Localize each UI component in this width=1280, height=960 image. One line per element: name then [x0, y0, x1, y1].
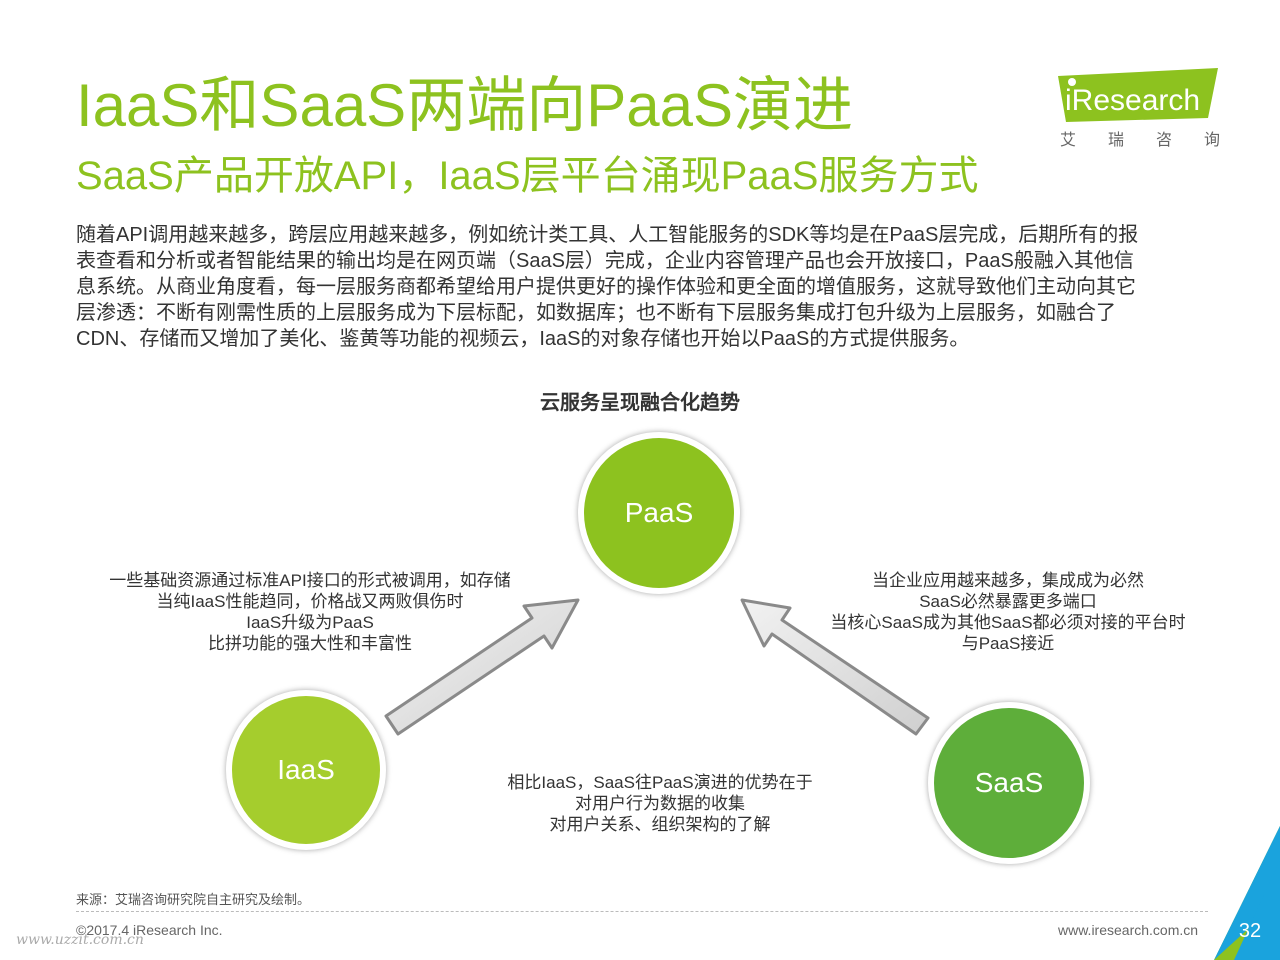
source-note: 来源：艾瑞咨询研究院自主研究及绘制。: [76, 892, 311, 907]
footer-divider: [76, 911, 1208, 912]
note-line: 一些基础资源通过标准API接口的形式被调用，如存储: [109, 571, 511, 590]
saas-note: 当企业应用越来越多，集成成为必然 SaaS必然暴露更多端口 当核心SaaS成为其…: [808, 570, 1208, 654]
note-line: 当核心SaaS成为其他SaaS都必须对接的平台时: [830, 613, 1186, 632]
page-subtitle: SaaS产品开放API，IaaS层平台涌现PaaS服务方式: [76, 154, 979, 198]
note-line: 当企业应用越来越多，集成成为必然: [872, 571, 1144, 590]
comparison-note: 相比IaaS，SaaS往PaaS演进的优势在于 对用户行为数据的收集 对用户关系…: [460, 772, 860, 835]
copyright: ©2017.4 iResearch Inc.: [76, 922, 223, 938]
iresearch-logo: iResearch: [1058, 68, 1218, 122]
logo-tagline-char: 瑞: [1107, 132, 1124, 149]
note-line: 对用户行为数据的收集: [575, 794, 745, 813]
intro-line: 表查看和分析或者智能结果的输出均是在网页端（SaaS层）完成，企业内容管理产品也…: [76, 250, 1134, 272]
note-line: 当纯IaaS性能趋同，价格战又两败俱伤时: [156, 592, 464, 611]
page-number: 32: [1238, 920, 1262, 942]
note-line: 对用户关系、组织架构的了解: [549, 815, 771, 834]
note-line: SaaS必然暴露更多端口: [919, 592, 1097, 611]
watermark: www.uzzit.com.cn: [16, 932, 144, 948]
note-line: 比拼功能的强大性和丰富性: [208, 634, 412, 653]
note-line: 相比IaaS，SaaS往PaaS演进的优势在于: [507, 773, 813, 792]
logo-tagline: 艾 瑞 咨 询: [1060, 126, 1220, 150]
logo-tagline-char: 咨: [1155, 132, 1172, 149]
intro-line: 息系统。从商业角度看，每一层服务商都希望给用户提供更好的操作体验和更全面的增值服…: [76, 276, 1136, 298]
note-line: 与PaaS接近: [961, 634, 1055, 653]
website-link[interactable]: www.iresearch.com.cn: [1058, 922, 1199, 938]
logo-wordmark: iResearch: [1065, 84, 1200, 117]
iaas-node: IaaS: [226, 690, 386, 850]
page-title: IaaS和SaaS两端向PaaS演进: [76, 72, 853, 139]
logo-tagline-char: 询: [1203, 132, 1220, 149]
note-line: IaaS升级为PaaS: [246, 613, 374, 632]
iaas-note: 一些基础资源通过标准API接口的形式被调用，如存储 当纯IaaS性能趋同，价格战…: [90, 570, 530, 654]
intro-line: CDN、存储而又增加了美化、鉴黄等功能的视频云，IaaS的对象存储也开始以Paa…: [76, 328, 970, 350]
paas-node: PaaS: [578, 432, 740, 594]
iaas-to-paas-arrow: [384, 598, 580, 736]
intro-line: 随着API调用越来越多，跨层应用越来越多，例如统计类工具、人工智能服务的SDK等…: [76, 224, 1139, 246]
saas-node-label: SaaS: [974, 767, 1044, 798]
logo-tagline-char: 艾: [1060, 132, 1077, 149]
saas-node: SaaS: [928, 702, 1090, 864]
saas-to-paas-arrow: [740, 598, 930, 736]
paas-node-label: PaaS: [624, 497, 694, 528]
intro-paragraph: 随着API调用越来越多，跨层应用越来越多，例如统计类工具、人工智能服务的SDK等…: [76, 222, 1216, 352]
diagram-title: 云服务呈现融合化趋势: [540, 392, 740, 414]
intro-line: 层渗透：不断有刚需性质的上层服务成为下层标配，如数据库；也不断有下层服务集成打包…: [76, 302, 1116, 324]
iaas-node-label: IaaS: [277, 754, 335, 785]
